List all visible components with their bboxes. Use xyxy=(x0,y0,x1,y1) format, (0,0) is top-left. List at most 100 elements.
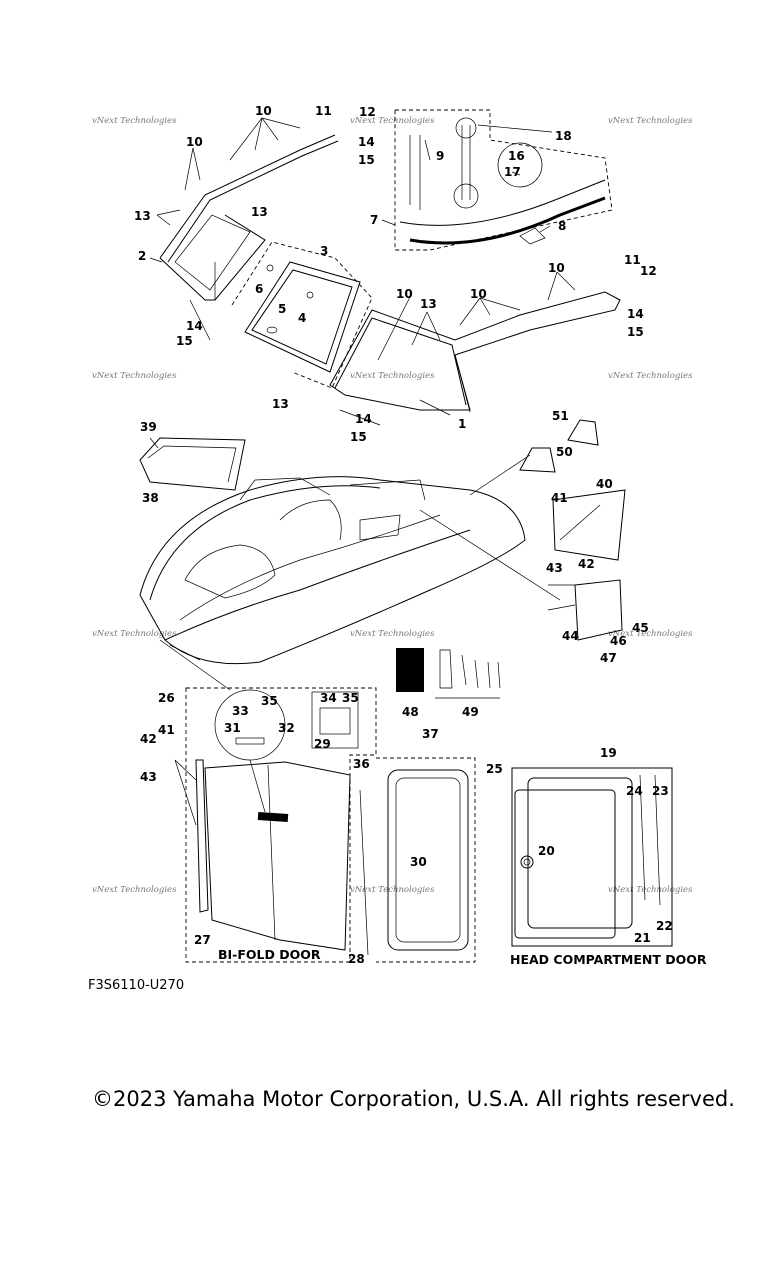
callout-10: 10 xyxy=(186,135,203,149)
callout-28: 28 xyxy=(348,952,365,966)
bifold-door-caption: BI-FOLD DOOR xyxy=(218,947,321,962)
callout-10: 10 xyxy=(255,104,272,118)
watermark: vNext Technologies xyxy=(92,629,177,639)
callout-11: 11 xyxy=(624,253,641,267)
watermark: vNext Technologies xyxy=(608,371,693,381)
windshield-center-frame xyxy=(231,241,373,389)
windshield-right-panel xyxy=(329,291,621,413)
callout-42: 42 xyxy=(140,732,157,746)
callout-15: 15 xyxy=(627,325,644,339)
callout-11: 11 xyxy=(315,104,332,118)
watermark: vNext Technologies xyxy=(92,371,177,381)
callout-41: 41 xyxy=(158,723,175,737)
callout-4: 4 xyxy=(298,311,306,325)
watermark: vNext Technologies xyxy=(350,116,435,126)
callout-19: 19 xyxy=(600,746,617,760)
part-48-49 xyxy=(396,648,501,699)
bifold-door-group xyxy=(174,687,377,963)
panel-40 xyxy=(552,489,626,561)
callout-27: 27 xyxy=(194,933,211,947)
windshield-left-panel xyxy=(159,134,339,301)
callout-41: 41 xyxy=(551,491,568,505)
diagram-code: F3S6110-U270 xyxy=(88,978,185,993)
callout-48: 48 xyxy=(402,705,419,719)
callout-5: 5 xyxy=(278,302,286,316)
callout-29: 29 xyxy=(314,737,331,751)
door-frame-30 xyxy=(376,757,476,963)
callout-15: 15 xyxy=(350,430,367,444)
callout-38: 38 xyxy=(142,491,159,505)
copyright-notice: ©2023 Yamaha Motor Corporation, U.S.A. A… xyxy=(92,1087,735,1111)
callout-9: 9 xyxy=(436,149,444,163)
callout-21: 21 xyxy=(634,931,651,945)
callout-13: 13 xyxy=(420,297,437,311)
watermark: vNext Technologies xyxy=(92,116,177,126)
callout-18: 18 xyxy=(555,129,572,143)
bow-cushions xyxy=(519,419,599,473)
callouts: 1 2 3 4 5 6 7 8 9 10 10 10 10 10 11 11 1… xyxy=(134,104,673,966)
callout-43: 43 xyxy=(546,561,563,575)
watermarks: vNext Technologies vNext Technologies vN… xyxy=(92,116,693,895)
callout-23: 23 xyxy=(652,784,669,798)
callout-15: 15 xyxy=(176,334,193,348)
callout-8: 8 xyxy=(558,219,566,233)
callout-2: 2 xyxy=(138,249,146,263)
callout-16: 16 xyxy=(508,149,525,163)
callout-42: 42 xyxy=(578,557,595,571)
callout-14: 14 xyxy=(186,319,203,333)
callout-10: 10 xyxy=(548,261,565,275)
callout-14: 14 xyxy=(355,412,372,426)
callout-35: 35 xyxy=(342,691,359,705)
callout-37: 37 xyxy=(422,727,439,741)
callout-44: 44 xyxy=(562,629,579,643)
callout-47: 47 xyxy=(600,651,617,665)
panel-44 xyxy=(547,579,623,641)
watermark: vNext Technologies xyxy=(608,885,693,895)
callout-7: 7 xyxy=(370,213,378,227)
watermark: vNext Technologies xyxy=(92,885,177,895)
callout-10: 10 xyxy=(470,287,487,301)
watermark: vNext Technologies xyxy=(350,629,435,639)
callout-45: 45 xyxy=(632,621,649,635)
callout-43: 43 xyxy=(140,770,157,784)
watermark: vNext Technologies xyxy=(350,371,435,381)
watermark: vNext Technologies xyxy=(608,629,693,639)
callout-32: 32 xyxy=(278,721,295,735)
callout-33: 33 xyxy=(232,704,249,718)
callout-12: 12 xyxy=(640,264,657,278)
callout-14: 14 xyxy=(627,307,644,321)
callout-15: 15 xyxy=(358,153,375,167)
callout-36: 36 xyxy=(353,757,370,771)
callout-1: 1 xyxy=(458,417,466,431)
boat-leader-lines xyxy=(159,454,561,691)
callout-51: 51 xyxy=(552,409,569,423)
callout-12: 12 xyxy=(359,105,376,119)
watermark: vNext Technologies xyxy=(608,116,693,126)
head-compartment-door-group xyxy=(511,767,673,947)
leader-lines-top xyxy=(149,117,576,426)
callout-13: 13 xyxy=(134,209,151,223)
callout-25: 25 xyxy=(486,762,503,776)
callout-17: 17 xyxy=(504,165,521,179)
callout-50: 50 xyxy=(556,445,573,459)
callout-34: 34 xyxy=(320,691,337,705)
callout-26: 26 xyxy=(158,691,175,705)
callout-24: 24 xyxy=(626,784,643,798)
callout-40: 40 xyxy=(596,477,613,491)
callout-46: 46 xyxy=(610,634,627,648)
callout-49: 49 xyxy=(462,705,479,719)
callout-31: 31 xyxy=(224,721,241,735)
watermark: vNext Technologies xyxy=(350,885,435,895)
callout-30: 30 xyxy=(410,855,427,869)
boat-hull xyxy=(139,476,526,665)
callout-20: 20 xyxy=(538,844,555,858)
callout-39: 39 xyxy=(140,420,157,434)
callout-6: 6 xyxy=(255,282,263,296)
callout-35: 35 xyxy=(261,694,278,708)
callout-13: 13 xyxy=(272,397,289,411)
head-compartment-door-caption: HEAD COMPARTMENT DOOR xyxy=(510,952,707,967)
callout-13: 13 xyxy=(251,205,268,219)
callout-10: 10 xyxy=(396,287,413,301)
callout-3: 3 xyxy=(320,244,328,258)
